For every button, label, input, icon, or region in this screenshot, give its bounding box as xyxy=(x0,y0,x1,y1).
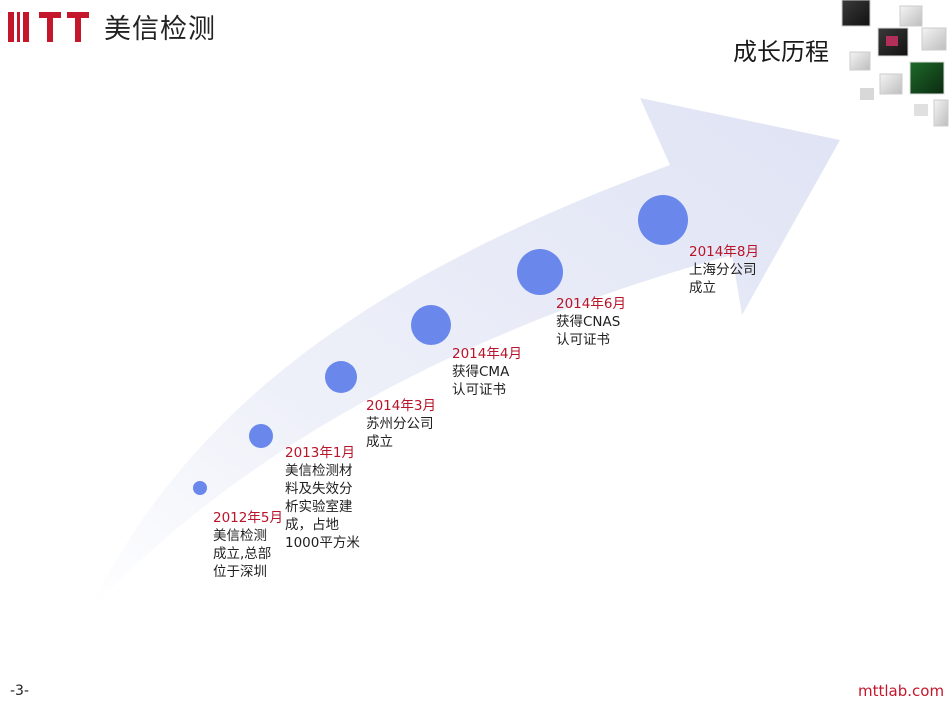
milestone-2014-06: 2014年6月 获得CNAS 认可证书 xyxy=(556,295,626,349)
milestone-dot xyxy=(411,305,451,345)
milestone-description: 获得CNAS 认可证书 xyxy=(556,313,626,349)
milestone-2012-05: 2012年5月 美信检测 成立,总部 位于深圳 xyxy=(213,509,283,581)
milestone-date: 2014年6月 xyxy=(556,295,626,313)
milestone-dot xyxy=(638,195,688,245)
milestone-description: 上海分公司 成立 xyxy=(689,261,759,297)
milestone-2014-04: 2014年4月 获得CMA 认可证书 xyxy=(452,345,522,399)
milestone-date: 2012年5月 xyxy=(213,509,283,527)
milestone-date: 2014年3月 xyxy=(366,397,436,415)
milestone-2014-03: 2014年3月 苏州分公司 成立 xyxy=(366,397,436,451)
milestone-date: 2014年4月 xyxy=(452,345,522,363)
milestone-description: 苏州分公司 成立 xyxy=(366,415,436,451)
milestone-dot xyxy=(193,481,207,495)
milestone-description: 美信检测 成立,总部 位于深圳 xyxy=(213,527,283,581)
milestone-date: 2014年8月 xyxy=(689,243,759,261)
milestone-description: 获得CMA 认可证书 xyxy=(452,363,522,399)
website-link[interactable]: mttlab.com xyxy=(858,682,944,700)
milestone-2013-01: 2013年1月 美信检测材 料及失效分 析实验室建 成，占地 1000平方米 xyxy=(285,444,360,552)
milestone-dot xyxy=(249,424,273,448)
milestone-description: 美信检测材 料及失效分 析实验室建 成，占地 1000平方米 xyxy=(285,462,360,552)
milestone-date: 2013年1月 xyxy=(285,444,360,462)
milestone-dot xyxy=(325,361,357,393)
milestone-dot xyxy=(517,249,563,295)
milestone-2014-08: 2014年8月 上海分公司 成立 xyxy=(689,243,759,297)
page-number: -3- xyxy=(10,683,29,699)
